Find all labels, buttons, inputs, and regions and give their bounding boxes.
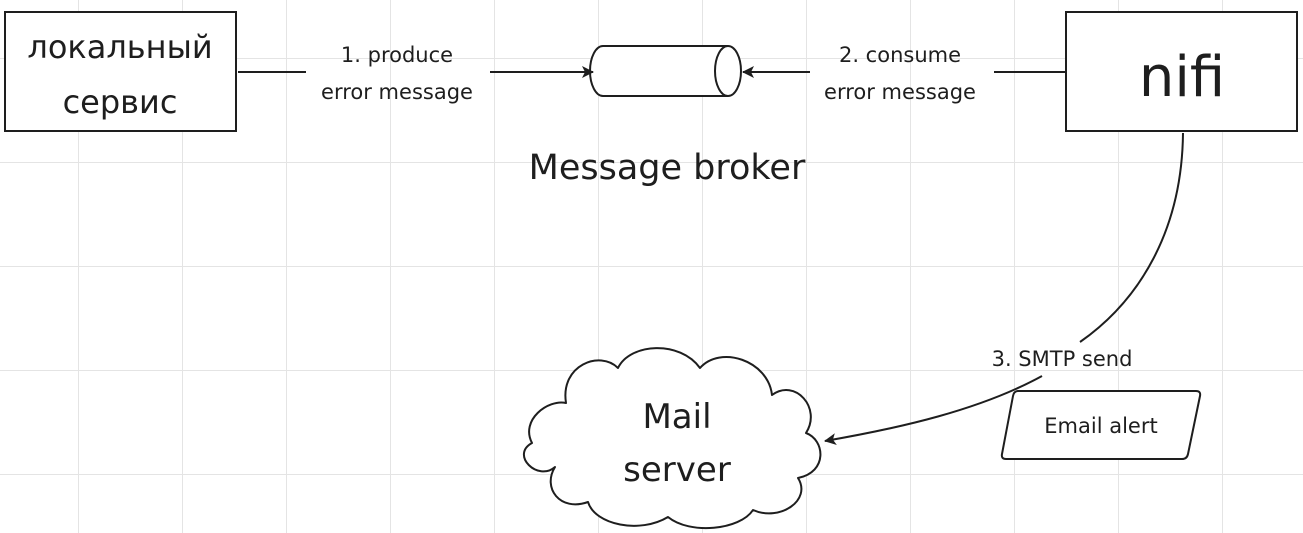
produce-edge-label-line1: 1. produce xyxy=(341,43,453,67)
email-alert-shape[interactable] xyxy=(1000,390,1202,460)
local-service-label-line2: сервис xyxy=(63,83,178,121)
smtp-edge-path-lower[interactable] xyxy=(824,375,1043,446)
message-broker-node[interactable]: Message broker xyxy=(529,45,806,188)
nifi-box[interactable] xyxy=(1065,11,1298,132)
consume-edge-label-line2: error message xyxy=(824,80,976,104)
smtp-edge-path-upper[interactable] xyxy=(1079,132,1184,343)
local-service-box[interactable] xyxy=(4,11,237,132)
cloud-icon[interactable] xyxy=(523,347,822,530)
mail-server-node[interactable]: Mail server xyxy=(523,347,822,530)
produce-edge-label-line2: error message xyxy=(321,80,473,104)
produce-edge[interactable]: 1. produce error message xyxy=(238,43,594,104)
broker-label: Message broker xyxy=(529,148,806,188)
smtp-edge-label: 3. SMTP send xyxy=(992,347,1133,371)
mail-server-label-line1: Mail xyxy=(642,397,711,437)
email-alert-label: Email alert xyxy=(1044,414,1157,438)
consume-edge-label-line1: 2. consume xyxy=(839,43,961,67)
nifi-node[interactable]: nifi xyxy=(1065,11,1298,132)
smtp-edge[interactable]: 3. SMTP send xyxy=(824,132,1184,446)
email-alert-node[interactable]: Email alert xyxy=(1000,390,1202,460)
local-service-label-line1: локальный xyxy=(27,28,212,66)
nifi-label: nifi xyxy=(1139,45,1225,110)
consume-edge[interactable]: 2. consume error message xyxy=(742,43,1066,104)
broker-cylinder-cap xyxy=(714,45,729,97)
local-service-node[interactable]: локальный сервис xyxy=(4,11,237,132)
mail-server-label-line2: server xyxy=(623,450,731,490)
